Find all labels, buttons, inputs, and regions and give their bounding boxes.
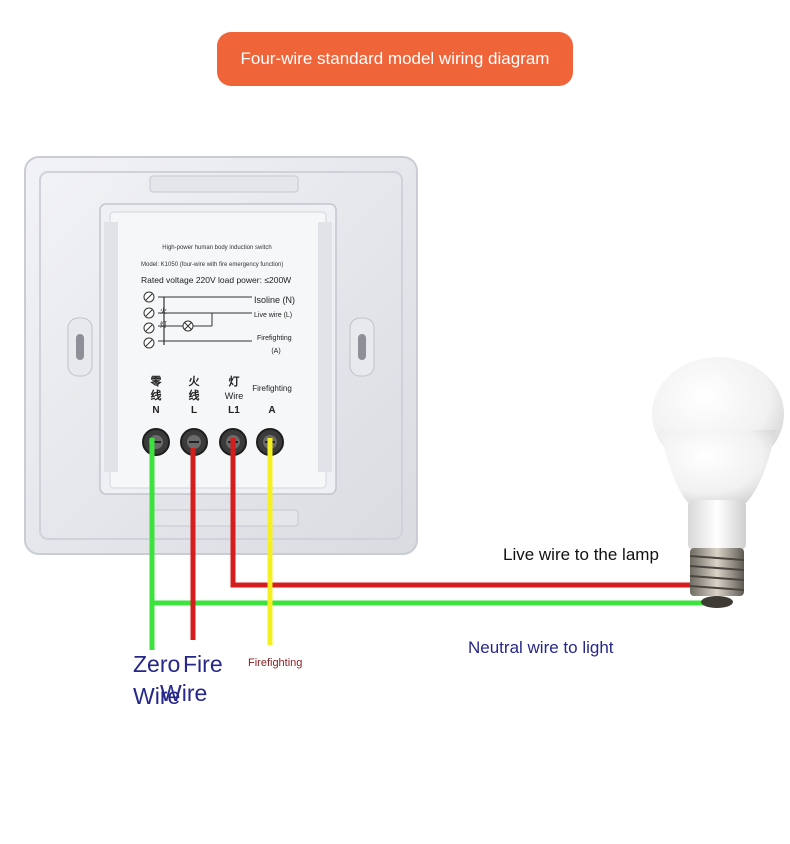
legend-sym-fire: 火 [160,307,167,315]
label-fire-line1: Fire [183,651,223,677]
legend-isoline: Isoline (N) [254,295,295,305]
terminal-n-cn2: 线 [151,388,162,402]
terminal-a-code: A [268,405,275,416]
terminal-fire-label: Firefighting [252,384,292,393]
legend-fire-code: (A) [271,348,280,355]
panel-rating: Rated voltage 220V load power: ≤200W [141,275,291,285]
lamp-wire [230,438,700,588]
panel-model: Model: K1050 (four-wire with fire emerge… [141,262,283,268]
label-zero-wire: Zero Wire [133,648,180,712]
label-live-to-lamp: Live wire to the lamp [503,545,659,564]
diagram-title: Four-wire standard model wiring diagram [217,32,573,86]
legend-live: Live wire (L) [254,312,292,319]
legend-fire: Firefighting [257,335,292,342]
terminal-l1-code: L1 [228,405,240,416]
terminal-l-cn1: 火 [189,375,201,388]
terminal-n-cn1: 零 [150,375,163,388]
terminal-n [142,428,170,456]
label-firefighting: Firefighting [248,657,303,669]
terminal-l1-cn2: Wire [225,391,244,401]
label-zero-line1: Zero [133,651,181,677]
panel-heading: High-power human body induction switch [162,245,271,251]
label-fire-wire: Fire [183,648,223,680]
light-bulb-icon [652,357,784,608]
terminal-l-cn2: 线 [189,388,200,402]
terminal-n-code: N [152,405,159,416]
terminal-l1-cn1: 灯 [229,374,240,388]
screw-terminal-icon [143,291,155,349]
label-zero-line2: Wire [133,683,181,709]
label-fire-line2: Wire [160,680,208,706]
switch-plate [24,156,418,555]
terminal-l-code: L [191,405,197,416]
legend-sym-lamp: 灯 [160,320,167,329]
label-neutral-to-light: Neutral wire to light [468,638,614,657]
wiring-legend [143,291,252,349]
terminal-l [180,428,208,456]
